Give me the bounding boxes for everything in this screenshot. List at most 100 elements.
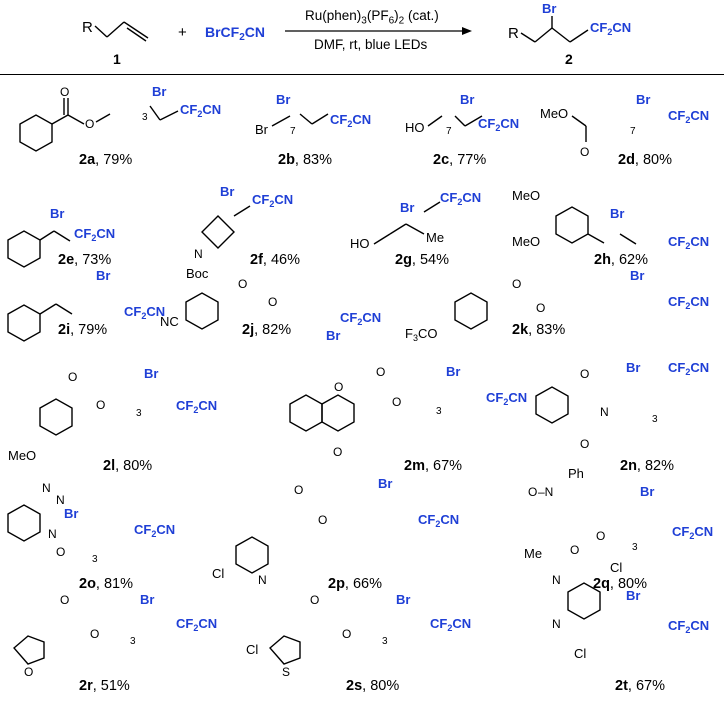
svg-text:O: O [68, 370, 77, 384]
substrate-scope-structures: O O 3 Br CF2CN Br 7 Br CF2CN HO 7 Br CF2… [7, 84, 713, 679]
structure-2p: Cl N O O Br CF2CN [212, 476, 459, 587]
label-2p: 2p, 66% [328, 576, 383, 592]
svg-text:Br: Br [626, 360, 640, 375]
plus-sign: + [178, 24, 187, 41]
svg-text:N: N [552, 617, 561, 631]
svg-text:CF2CN: CF2CN [176, 616, 217, 633]
structure-2a: O O 3 Br CF2CN [19, 84, 221, 152]
svg-text:N: N [258, 573, 267, 587]
svg-text:N: N [56, 493, 65, 507]
svg-text:MeO: MeO [8, 448, 36, 463]
svg-text:N: N [42, 481, 51, 495]
arrow-head [462, 27, 472, 35]
svg-text:CF2CN: CF2CN [74, 226, 115, 243]
condition-catalyst: Ru(phen)3(PF6)2 (cat.) [305, 8, 439, 27]
svg-text:MeO: MeO [512, 234, 540, 249]
label-2r: 2r, 51% [79, 678, 130, 694]
svg-text:CF2CN: CF2CN [440, 190, 481, 207]
svg-text:3: 3 [436, 406, 442, 417]
structure-2s: Cl S O O 3 Br CF2CN [246, 592, 471, 679]
svg-text:O: O [580, 367, 589, 381]
structure-2l: MeO O O 3 Br CF2CN [8, 366, 217, 463]
svg-text:Ph: Ph [568, 466, 584, 481]
svg-text:Me: Me [524, 546, 542, 561]
structure-2c: HO 7 Br CF2CN [405, 92, 519, 137]
svg-text:CF2CN: CF2CN [180, 102, 221, 119]
svg-text:CF2CN: CF2CN [124, 304, 165, 321]
svg-text:CF2CN: CF2CN [176, 398, 217, 415]
svg-text:Br: Br [396, 592, 410, 607]
svg-text:CF2CN: CF2CN [668, 294, 709, 311]
svg-text:Br: Br [446, 364, 460, 379]
svg-text:Br: Br [400, 200, 414, 215]
svg-text:O: O [268, 295, 277, 309]
svg-text:7: 7 [630, 126, 636, 137]
reaction-scheme: R + BrCF2CN R Br CF2CN [82, 1, 631, 43]
svg-text:O: O [56, 545, 65, 559]
label-2i: 2i, 79% [58, 322, 108, 338]
svg-text:NC: NC [160, 314, 179, 329]
label-2k: 2k, 83% [512, 322, 566, 338]
reactant-alkene: R [82, 19, 149, 42]
structure-2i: Br CF2CN [7, 268, 165, 342]
structure-2f: N Boc Br CF2CN [186, 184, 293, 281]
condition-solvent: DMF, rt, blue LEDs [314, 37, 428, 52]
svg-text:O: O [85, 117, 94, 131]
svg-text:O: O [342, 627, 351, 641]
structure-2j: NC O O Br CF2CN [160, 277, 381, 343]
svg-text:O: O [90, 627, 99, 641]
svg-text:O: O [334, 380, 343, 394]
svg-text:Br: Br [255, 122, 269, 137]
svg-text:Br: Br [220, 184, 234, 199]
svg-text:Br: Br [610, 206, 624, 221]
svg-text:Cl: Cl [574, 646, 586, 661]
svg-text:Br: Br [140, 592, 154, 607]
structure-2d: MeO O 7 Br CF2CN [540, 92, 709, 159]
structure-2g: HO Br Me CF2CN [350, 190, 481, 251]
structure-2o: N N N O 3 Br CF2CN [7, 481, 175, 565]
structure-2b: Br 7 Br CF2CN [255, 92, 371, 137]
label-2e: 2e, 73% [58, 252, 112, 268]
svg-text:CF2CN: CF2CN [672, 524, 713, 541]
structure-2h: MeO MeO Br CF2CN [512, 188, 709, 251]
svg-text:CF2CN: CF2CN [486, 390, 527, 407]
svg-text:Cl: Cl [246, 642, 258, 657]
svg-text:N: N [600, 405, 609, 419]
svg-text:CF2CN: CF2CN [590, 20, 631, 37]
svg-text:Me: Me [426, 230, 444, 245]
svg-text:O: O [96, 398, 105, 412]
label-2m: 2m, 67% [404, 458, 463, 474]
svg-text:Br: Br [378, 476, 392, 491]
svg-text:CF2CN: CF2CN [430, 616, 471, 633]
label-2f: 2f, 46% [250, 252, 300, 268]
svg-text:O: O [376, 365, 385, 379]
r-group-reactant: R [82, 19, 93, 36]
svg-text:Br: Br [326, 328, 340, 343]
svg-text:O: O [580, 437, 589, 451]
svg-text:Br: Br [96, 268, 110, 283]
svg-text:O: O [580, 145, 589, 159]
label-2t: 2t, 67% [615, 678, 665, 694]
svg-text:CF2CN: CF2CN [668, 234, 709, 251]
label-2q: 2q, 80% [593, 576, 648, 592]
svg-text:O: O [392, 395, 401, 409]
svg-text:O: O [536, 301, 545, 315]
svg-text:3: 3 [130, 636, 136, 647]
structure-2q: O –N Ph Me O O 3 Br CF2CN [524, 466, 713, 561]
label-2c: 2c, 77% [433, 152, 487, 168]
svg-text:O: O [596, 529, 605, 543]
svg-text:Br: Br [636, 92, 650, 107]
svg-text:Cl: Cl [610, 560, 622, 575]
svg-text:3: 3 [382, 636, 388, 647]
svg-text:CF2CN: CF2CN [134, 522, 175, 539]
label-2d: 2d, 80% [618, 152, 673, 168]
svg-text:O: O [24, 665, 33, 679]
svg-text:7: 7 [446, 126, 452, 137]
structure-2e: Br CF2CN [7, 206, 115, 268]
reactant-label: 1 [113, 51, 121, 67]
svg-text:3: 3 [142, 112, 148, 123]
structure-2r: O O O 3 Br CF2CN [13, 592, 217, 679]
svg-text:Br: Br [144, 366, 158, 381]
label-2a: 2a, 79% [79, 152, 133, 168]
svg-text:Boc: Boc [186, 266, 209, 281]
